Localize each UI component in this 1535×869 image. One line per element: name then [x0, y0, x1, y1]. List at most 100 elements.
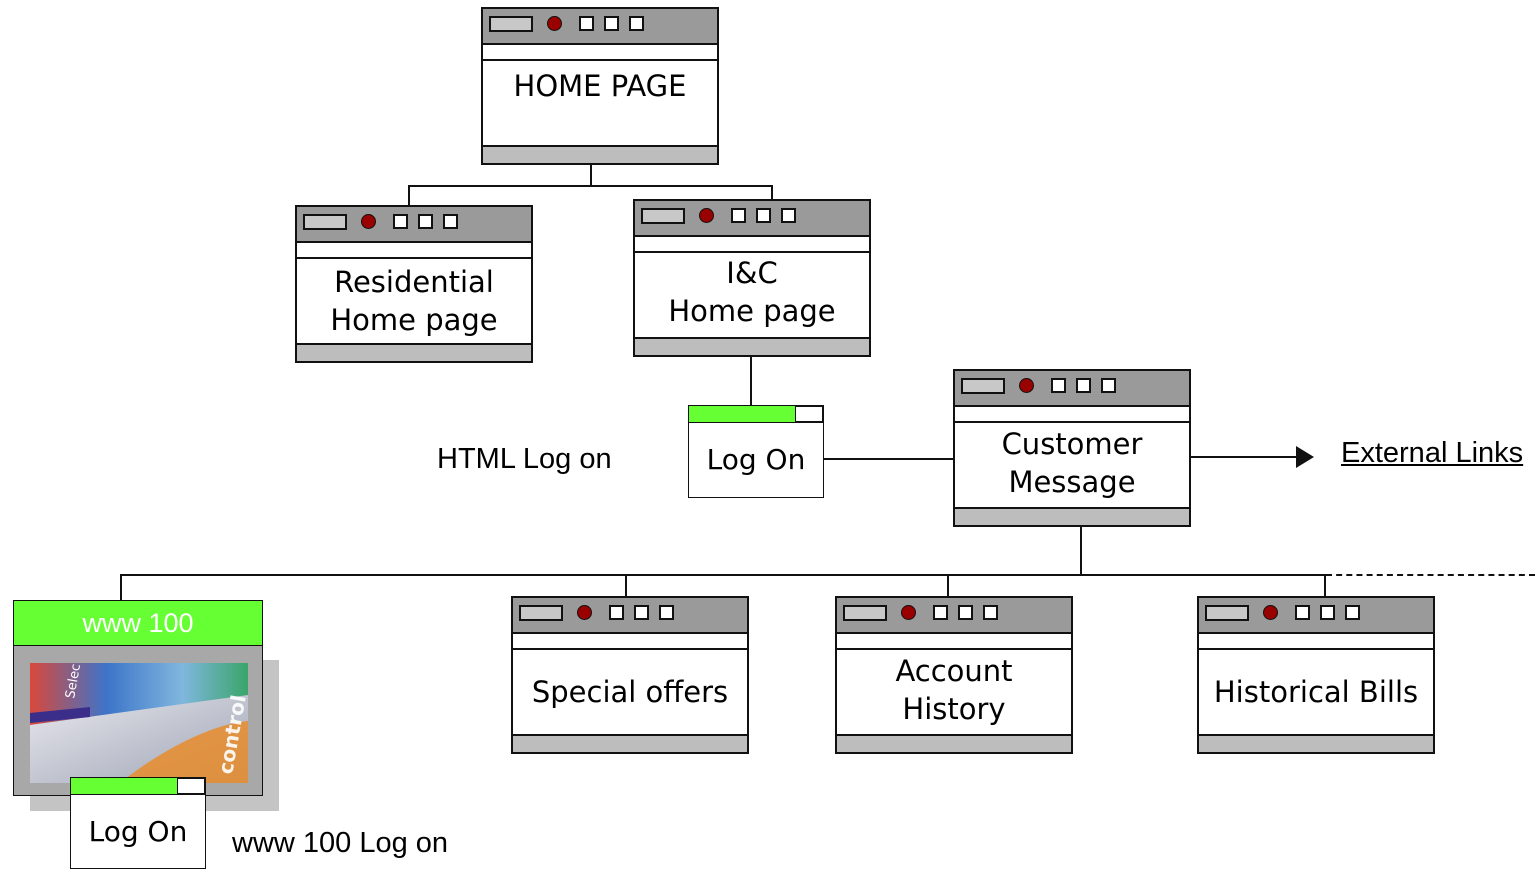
- square-icon: [393, 214, 408, 229]
- window-strip: [483, 45, 717, 61]
- window-footer: [513, 734, 747, 752]
- window-label: I&C Home page: [668, 256, 836, 328]
- titlebar-field-icon: [843, 605, 887, 621]
- red-dot-icon: [577, 605, 592, 620]
- window-titlebar: [297, 207, 531, 243]
- window-strip: [635, 237, 869, 253]
- window-label: Special offers: [531, 675, 729, 709]
- external-links-link[interactable]: External Links: [1341, 437, 1524, 469]
- titlebar-field-icon: [519, 605, 563, 621]
- square-icon: [1295, 605, 1310, 620]
- html-login-window[interactable]: Log On: [688, 405, 824, 498]
- www100-picture: Select control: [30, 663, 248, 783]
- square-icon: [609, 605, 624, 620]
- red-dot-icon: [699, 208, 714, 223]
- titlebar-field-icon: [303, 214, 347, 230]
- square-icon: [1320, 605, 1335, 620]
- square-icon: [443, 214, 458, 229]
- window-footer: [837, 734, 1071, 752]
- connector-dashed-continuation: [1326, 574, 1535, 576]
- square-icon: [634, 605, 649, 620]
- window-strip: [1199, 634, 1433, 650]
- square-icon: [418, 214, 433, 229]
- window-label: HOME PAGE: [513, 69, 687, 103]
- www100-titlebar: www 100: [14, 601, 262, 646]
- customer-message-window: Customer Message: [953, 369, 1191, 527]
- connector-bottom-branch: [120, 574, 1326, 576]
- square-icon: [604, 16, 619, 31]
- connector-special-offers: [625, 574, 627, 596]
- connector-residential-up: [408, 185, 410, 206]
- window-titlebar: [513, 598, 747, 634]
- login-label: Log On: [706, 443, 806, 476]
- connector-historical-bills: [1324, 574, 1326, 596]
- residential-home-page-window: Residential Home page: [295, 205, 533, 363]
- window-titlebar: [483, 9, 717, 45]
- picture-word: Select: [63, 663, 85, 700]
- ic-home-page-window: I&C Home page: [633, 199, 871, 357]
- square-icon: [731, 208, 746, 223]
- titlebar-field-icon: [489, 16, 533, 32]
- red-dot-icon: [361, 214, 376, 229]
- red-dot-icon: [1263, 605, 1278, 620]
- window-footer: [955, 507, 1189, 525]
- connector-www100: [120, 574, 122, 601]
- window-label: Customer Message: [1001, 427, 1143, 499]
- square-icon: [579, 16, 594, 31]
- titlebar-field-icon: [641, 208, 685, 224]
- login-green-bar: [71, 778, 205, 795]
- window-strip: [297, 243, 531, 259]
- window-footer: [1199, 734, 1433, 752]
- window-titlebar: [635, 201, 869, 237]
- window-label: Residential Home page: [330, 265, 498, 337]
- square-icon: [756, 208, 771, 223]
- special-offers-window: Special offers: [511, 596, 749, 754]
- square-icon: [1101, 378, 1116, 393]
- square-icon: [781, 208, 796, 223]
- home-page-window: HOME PAGE: [481, 7, 719, 165]
- square-icon: [659, 605, 674, 620]
- square-icon: [933, 605, 948, 620]
- red-dot-icon: [547, 16, 562, 31]
- window-label: Historical Bills: [1213, 675, 1419, 709]
- window-titlebar: [955, 371, 1189, 407]
- account-history-window: Account History: [835, 596, 1073, 754]
- www100-login-window[interactable]: Log On: [70, 777, 206, 869]
- login-green-bar: [689, 406, 823, 423]
- html-login-caption: HTML Log on: [437, 443, 612, 475]
- www100-title: www 100: [82, 607, 194, 638]
- login-box-icon: [177, 778, 205, 794]
- connector-customer-down: [1080, 526, 1082, 575]
- connector-home-branch: [408, 185, 772, 187]
- historical-bills-window: Historical Bills: [1197, 596, 1435, 754]
- square-icon: [983, 605, 998, 620]
- square-icon: [1076, 378, 1091, 393]
- window-strip: [837, 634, 1071, 650]
- external-links-arrow-line: [1190, 456, 1298, 458]
- red-dot-icon: [1019, 378, 1034, 393]
- connector-account-history: [947, 574, 949, 596]
- window-footer: [297, 343, 531, 361]
- arrow-head-icon: [1296, 446, 1314, 468]
- login-box-icon: [795, 406, 823, 422]
- square-icon: [629, 16, 644, 31]
- window-titlebar: [837, 598, 1071, 634]
- connector-home-down: [590, 164, 592, 186]
- square-icon: [958, 605, 973, 620]
- titlebar-field-icon: [1205, 605, 1249, 621]
- window-strip: [513, 634, 747, 650]
- connector-ic-up: [771, 185, 773, 199]
- connector-login-customer: [823, 458, 955, 460]
- window-footer: [483, 145, 717, 163]
- window-strip: [955, 407, 1189, 423]
- window-footer: [635, 337, 869, 355]
- www100-panel: www 100 Select control: [13, 600, 263, 796]
- login-label: Log On: [88, 814, 188, 848]
- window-titlebar: [1199, 598, 1433, 634]
- connector-ic-login: [750, 357, 752, 406]
- window-label: Account History: [895, 654, 1013, 726]
- square-icon: [1051, 378, 1066, 393]
- titlebar-field-icon: [961, 378, 1005, 394]
- www100-login-caption: www 100 Log on: [232, 827, 449, 859]
- square-icon: [1345, 605, 1360, 620]
